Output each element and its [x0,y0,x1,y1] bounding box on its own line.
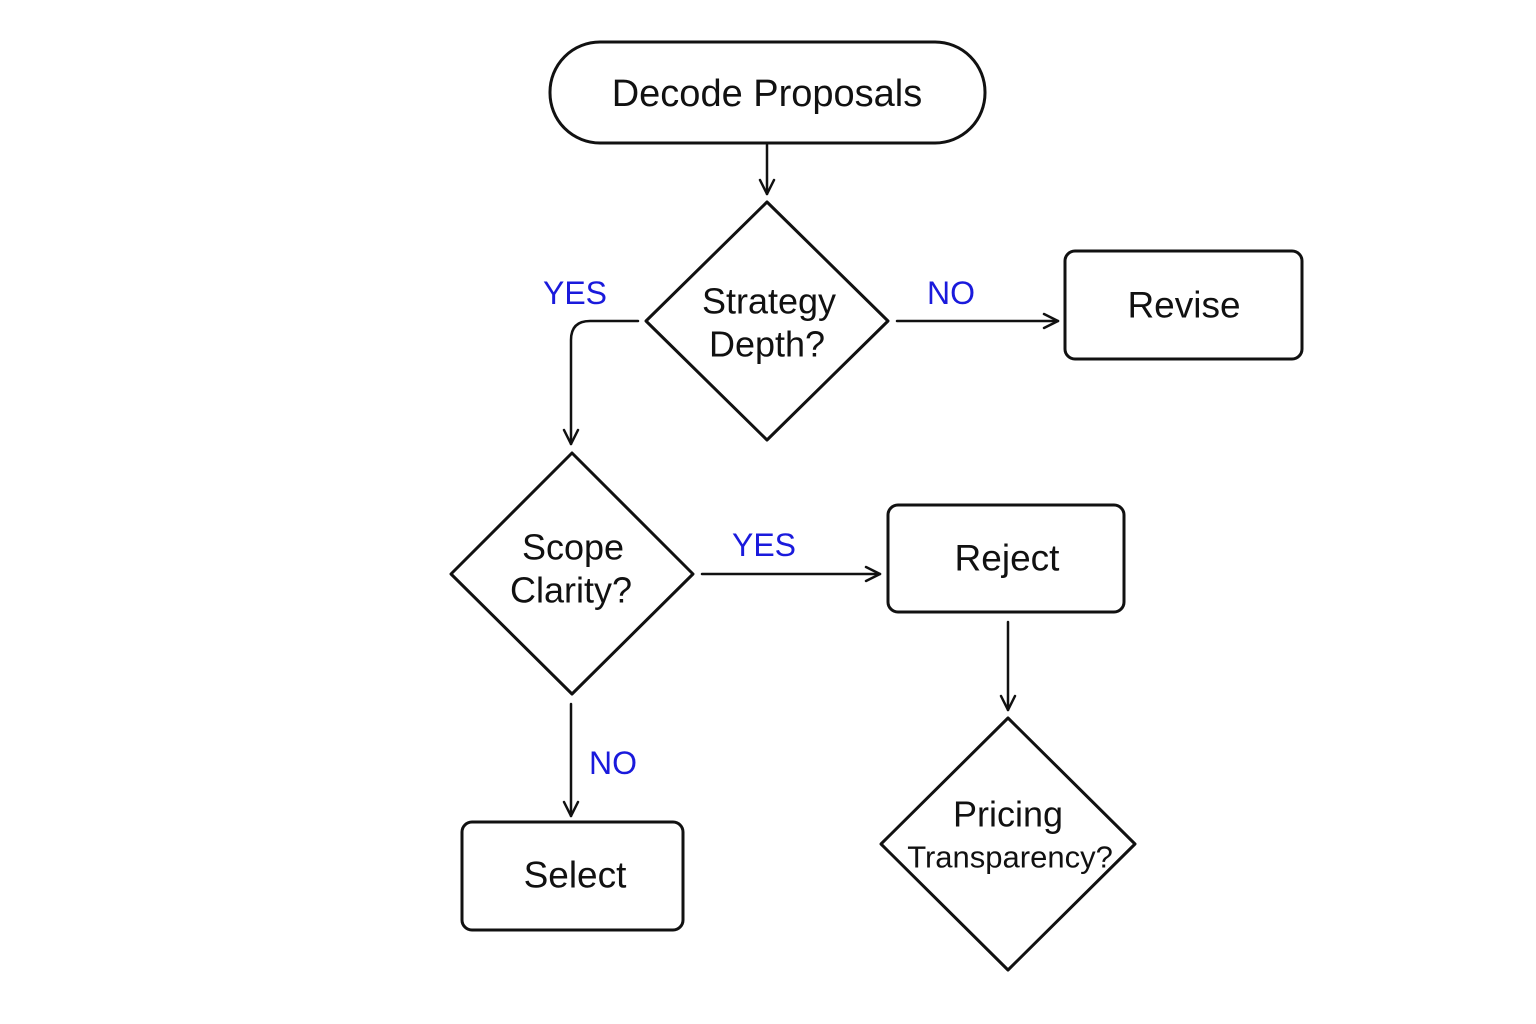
node-label: Select [524,855,628,896]
node-reject: Reject [886,503,1126,614]
node-label-line-2: Clarity? [510,570,632,611]
connector-strategy-yes [562,319,640,446]
node-label: Decode Proposals [612,73,923,115]
edge-label-strategy-yes: YES [543,275,607,311]
node-label: Revise [1127,285,1240,326]
edge-label-strategy-no: NO [927,275,975,311]
process-box [886,503,1126,614]
terminal-shape [548,40,987,145]
node-decode-proposals: Decode Proposals [548,40,987,145]
decision-diamond [879,716,1137,972]
node-pricing-transparency: Pricing Transparency? [879,716,1137,972]
node-label-line-1: Strategy [702,281,836,322]
decision-diamond [644,200,890,442]
node-scope-clarity: Scope Clarity? [449,451,695,696]
node-label-line-2: Transparency? [907,840,1113,875]
edge-label-scope-yes: YES [732,527,796,563]
process-box [460,820,685,932]
node-select: Select [460,820,685,932]
node-label-line-2: Depth? [709,324,825,365]
node-label-line-1: Pricing [953,794,1063,835]
node-strategy-depth: Strategy Depth? [644,200,890,442]
node-label-line-1: Scope [522,527,624,568]
edge-label-scope-no: NO [589,745,637,781]
process-box [1063,249,1304,361]
node-label: Reject [955,538,1061,579]
node-revise: Revise [1063,249,1304,361]
decision-diamond [449,451,695,696]
